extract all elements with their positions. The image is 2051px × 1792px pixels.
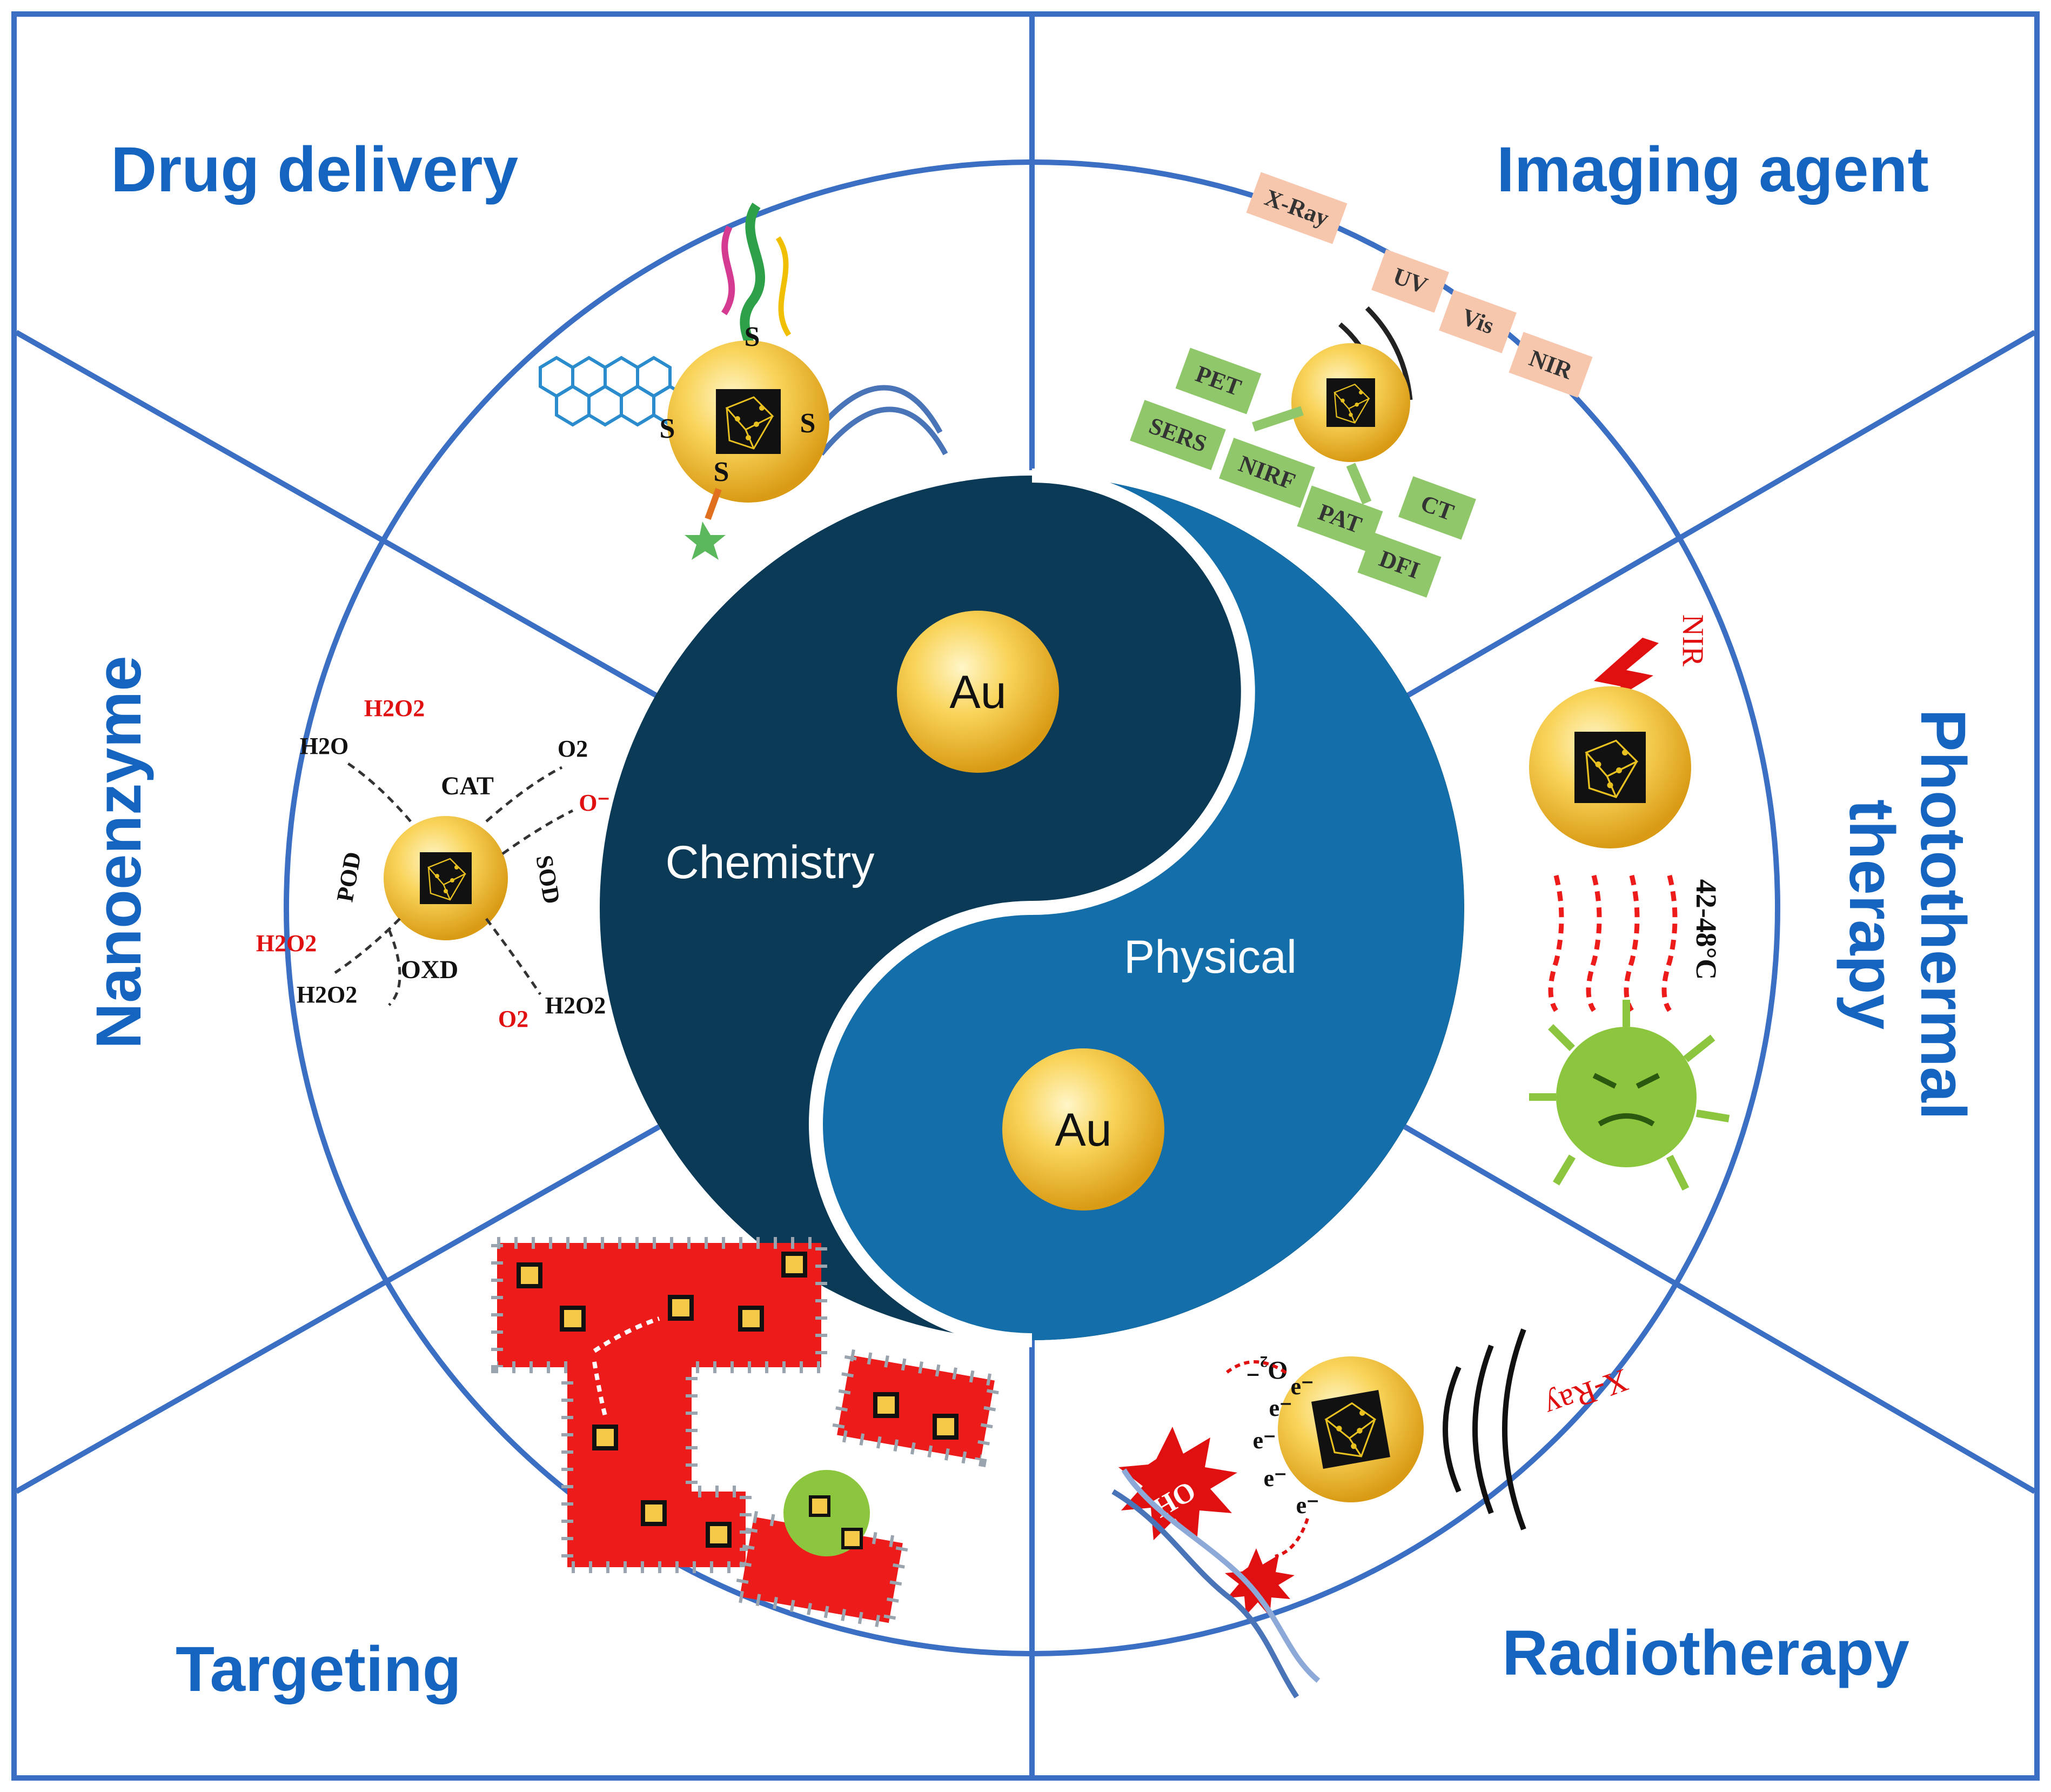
title-nanoenzyme: Nanoenzyme [83,656,155,1049]
au-label-top: Au [949,666,1006,718]
sod-label: SOD [531,853,565,906]
electron-4: e⁻ [1264,1465,1287,1492]
drug-linker [705,487,722,520]
physical-label: Physical [1124,931,1297,983]
h2o-left-label: H2O [300,733,348,759]
o2-minus-label: O₂⁻ [1246,1356,1288,1385]
label-dfi [1357,532,1442,598]
thiol-label-bottom: S [714,457,729,487]
au-sphere-top [897,611,1059,773]
title-targeting: Targeting [176,1634,461,1705]
nir-label: NIR [1676,614,1710,667]
imaging-agent-illustration: X-Ray UV Vis NIR PET SERS NIRF [1130,172,1593,598]
title-photothermal-therapy: Photothermal therapy [1836,693,1979,1136]
h2o2-black-left-label: H2O2 [297,981,357,1008]
outer-ring [284,159,1780,1656]
targeting-arrows [592,1316,660,1416]
h2o2-top-label: H2O2 [364,695,425,721]
o-minus-label: O⁻ [579,790,609,816]
label-pat [1297,485,1383,552]
nanoenzyme-illustration: H2O2 H2O CAT O2 O⁻ POD SOD H2O2 OXD H2O2… [256,695,610,1032]
label-xray [1246,172,1348,244]
outer-frame [11,11,2040,1781]
xray-waves [1443,1328,1526,1530]
electron-5: e⁻ [1296,1492,1319,1519]
title-drug-delivery: Drug delivery [111,134,519,205]
title-photothermal-line2: therapy [1836,799,1907,1030]
dna-helix [814,385,948,456]
label-vis [1439,290,1517,353]
targeting-illustration [491,1237,1002,1630]
divider-lines [15,16,2036,1778]
heat-wave-1 [1548,874,1564,1012]
label-sers [1130,400,1226,470]
targeted-virus-np-2 [841,1528,863,1549]
heat-wave-3 [1624,874,1640,1012]
oxd-label: OXD [401,955,459,984]
dna-strand-2 [1121,1468,1321,1683]
label-pet [1175,347,1262,414]
targeted-virus-np-1 [809,1495,830,1517]
au-sphere-bottom [1002,1048,1164,1211]
label-nir [1509,332,1593,398]
radiotherapy-illustration: X-Ray O₂⁻ e⁻ e⁻ e⁻ e⁻ e⁻ OH [1111,1328,1633,1699]
thiol-label-right: S [800,408,816,439]
label-nirf [1219,438,1315,508]
o2-red-bottom-label: O2 [498,1006,528,1032]
virus-face [1592,1073,1660,1127]
electron-3: e⁻ [1253,1427,1276,1454]
vessel-segment-right [830,1348,1002,1468]
title-radiotherapy: Radiotherapy [1502,1617,1910,1689]
electron-1: e⁻ [1291,1373,1314,1400]
radiation-arrows [1225,1360,1309,1558]
electron-2: e⁻ [1269,1395,1292,1421]
damage-burst [1225,1548,1295,1616]
imaging-arrow-left [1252,406,1304,432]
lightning-bolt [1583,638,1659,719]
temperature-label: 42-48°C [1690,879,1722,980]
protein-ribbon-2 [721,225,735,316]
yang-half [816,476,1464,1340]
au-label-bottom: Au [1055,1104,1111,1156]
oh-burst [1118,1427,1237,1543]
photothermal-illustration: NIR 42-48°C [1529,614,1730,1191]
vessel-nanoparticles [517,1252,959,1548]
drug-delivery-illustration: S S S S [539,203,948,560]
xray-label: X-Ray [1540,1362,1633,1425]
label-ct [1398,476,1476,540]
chemistry-label: Chemistry [665,837,874,888]
heat-wave-2 [1586,874,1602,1012]
yin-yang-divider [809,469,1255,1347]
pod-label: POD [332,850,366,904]
cat-label: CAT [441,772,494,800]
thiol-label-left: S [660,413,675,444]
protein-ribbon-3 [775,236,792,337]
thiol-label-top: S [745,322,760,352]
title-photothermal-line1: Photothermal [1907,708,1979,1120]
h2o2-red-left-label: H2O2 [256,930,317,957]
imaging-arrow-down [1346,463,1372,505]
title-imaging-agent: Imaging agent [1497,134,1929,205]
virus-body [1556,1027,1697,1167]
dna-strand-1 [1111,1489,1299,1699]
heat-wave-4 [1661,874,1678,1012]
yin-yang [600,469,1464,1347]
o2-top-right-label: O2 [558,735,588,762]
h2o2-right-label: H2O2 [545,992,606,1019]
label-uv [1371,249,1449,313]
drug-star [685,521,726,560]
